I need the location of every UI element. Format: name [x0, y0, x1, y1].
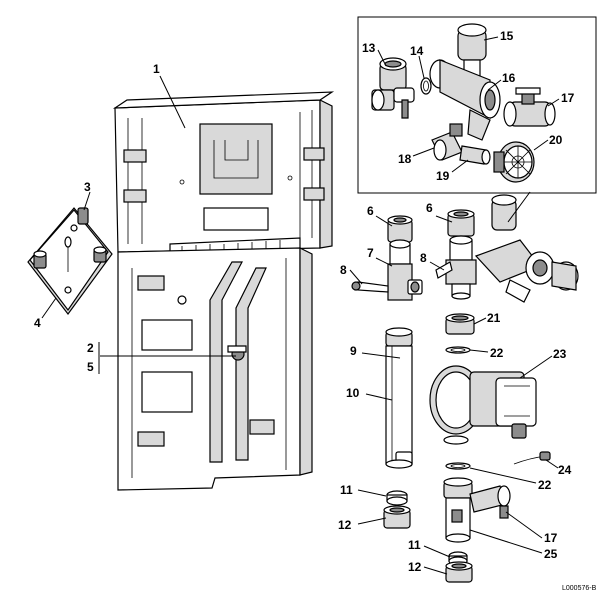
- callout-6-right: 6: [426, 201, 433, 215]
- part-19-pipe: [459, 145, 491, 165]
- callout-22-lower: 22: [538, 478, 552, 492]
- callout-12-right: 12: [408, 560, 422, 574]
- part-23-pump: [429, 365, 537, 445]
- callout-13: 13: [362, 41, 376, 55]
- callout-14: 14: [410, 44, 424, 58]
- part-17-drain-valve: [503, 87, 556, 127]
- callout-15: 15: [500, 29, 514, 43]
- callout-19: 19: [436, 169, 450, 183]
- part-20-filter: [493, 141, 535, 183]
- part-13-tee: [371, 57, 415, 119]
- callout-20: 20: [549, 133, 563, 147]
- callout-17-inset: 17: [561, 91, 575, 105]
- callout-24: 24: [558, 463, 572, 477]
- callout-7: 7: [367, 246, 374, 260]
- callout-3: 3: [84, 180, 91, 194]
- part-15-16-valve: [429, 23, 501, 141]
- callout-6-left: 6: [367, 204, 374, 218]
- callout-25: 25: [544, 547, 558, 561]
- callout-2: 2: [87, 341, 94, 355]
- callout-16: 16: [502, 71, 516, 85]
- callout-12-left: 12: [338, 518, 352, 532]
- callout-1: 1: [153, 62, 160, 76]
- callout-22-upper: 22: [490, 346, 504, 360]
- right-pipe-assembly: [429, 194, 579, 583]
- wall-bracket-plate: [27, 207, 113, 315]
- callout-5: 5: [87, 360, 94, 374]
- callout-8-right: 8: [420, 251, 427, 265]
- callout-11-left: 11: [340, 483, 353, 497]
- callout-23: 23: [553, 347, 567, 361]
- part-14-washer: [420, 77, 432, 95]
- callout-10: 10: [346, 386, 360, 400]
- leader-lines: [41, 36, 560, 575]
- callout-18: 18: [398, 152, 412, 166]
- left-pipe-assembly: [351, 215, 423, 529]
- part-18-elbow: [431, 123, 463, 161]
- callout-8-left: 8: [340, 263, 347, 277]
- callout-11-right: 11: [408, 538, 421, 552]
- callout-labels: 1 3 4 2 5 6 6 7 8 8 9 10 11 12 11 12 13 …: [34, 29, 597, 592]
- inset-box: [357, 16, 597, 194]
- callout-4: 4: [34, 316, 41, 330]
- callout-9: 9: [350, 344, 357, 358]
- mounting-frame: [112, 91, 335, 491]
- callout-17-lower: 17: [544, 531, 558, 545]
- reference-code: L000576-B: [562, 585, 597, 592]
- callout-21: 21: [487, 311, 501, 325]
